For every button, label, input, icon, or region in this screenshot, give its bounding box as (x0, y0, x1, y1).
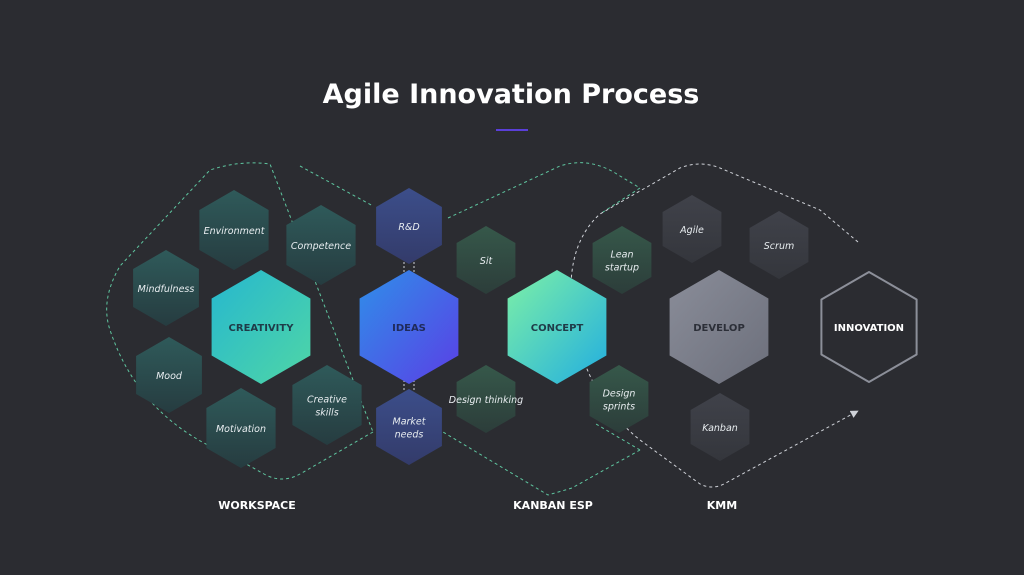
title-underline (496, 129, 528, 131)
motivation-hex (206, 388, 276, 468)
creativity-hex (211, 270, 311, 384)
market-needs-label-line2: needs (395, 430, 424, 441)
mindfulness-hex (133, 250, 199, 326)
lean-startup-label-line2: startup (605, 263, 639, 274)
ideas-hex (359, 270, 459, 384)
agile-hex (662, 195, 722, 263)
environment-label: Environment (204, 226, 266, 237)
lean-startup-hex (592, 226, 652, 294)
develop-label: DEVELOP (693, 323, 745, 334)
mood-label: Mood (156, 371, 183, 382)
creativity-label: CREATIVITY (229, 323, 295, 334)
agile-label: Agile (679, 225, 704, 236)
scrum-hex (749, 211, 809, 279)
page-title: Agile Innovation Process (323, 79, 700, 110)
concept-label: CONCEPT (531, 323, 584, 334)
design-sprints-hex (589, 365, 649, 433)
market-needs-label-line1: Market (393, 417, 427, 428)
group-label-workspace: WORKSPACE (218, 499, 296, 512)
motivation-label: Motivation (216, 424, 266, 435)
competence-label: Competence (291, 241, 351, 252)
competence-hex (286, 205, 356, 285)
rnd-hex (376, 188, 442, 264)
creative-skills-label-line2: skills (315, 408, 338, 419)
mood-hex (136, 337, 202, 413)
sit-hex (456, 226, 516, 294)
environment-hex (199, 190, 269, 270)
ideas-label: IDEAS (392, 323, 426, 334)
lean-startup-label-line1: Lean (611, 250, 634, 261)
rnd-label: R&D (398, 222, 419, 233)
design-sprints-label-line1: Design (603, 389, 636, 400)
ideas-connectors (403, 262, 415, 392)
design-sprints-label-line2: sprints (603, 402, 635, 413)
kanban-hex (690, 393, 750, 461)
market-needs-hex (376, 389, 442, 465)
design-thinking-hex (456, 365, 516, 433)
scrum-label: Scrum (764, 241, 794, 252)
develop-hex (669, 270, 769, 384)
concept-hex (507, 270, 607, 384)
innovation-hex (820, 271, 918, 383)
mindfulness-label: Mindfulness (138, 284, 195, 295)
innovation-label: INNOVATION (834, 323, 904, 334)
creative-skills-hex (292, 365, 362, 445)
design-thinking-label: Design thinking (449, 395, 523, 406)
group-label-kmm: KMM (707, 499, 737, 512)
kanban-outline-links (595, 187, 641, 451)
group-label-kanban-esp: KANBAN ESP (513, 499, 593, 512)
sit-label: Sit (480, 256, 494, 267)
creative-skills-label-line1: Creative (307, 395, 347, 406)
kanban-label: Kanban (702, 423, 738, 434)
